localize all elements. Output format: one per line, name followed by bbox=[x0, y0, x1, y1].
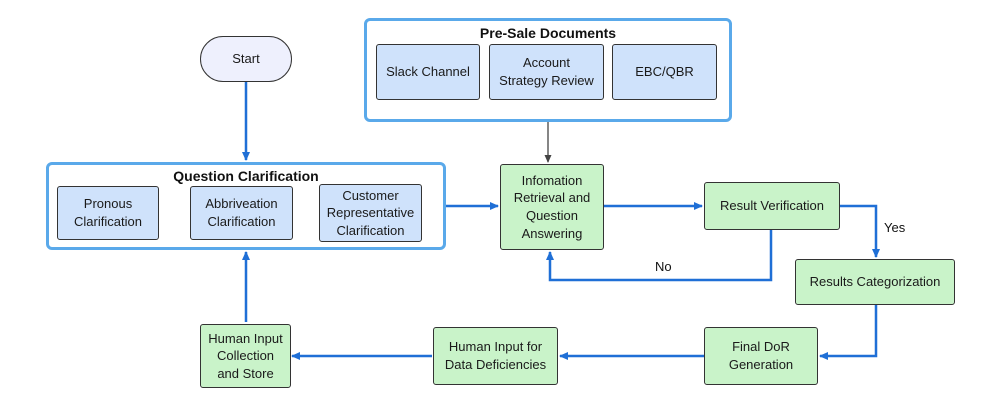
node-slack-channel[interactable]: Slack Channel bbox=[376, 44, 480, 100]
edge-label-no: No bbox=[655, 259, 672, 274]
edge-no-loop-back bbox=[546, 230, 773, 282]
node-results-categorization[interactable]: Results Categorization bbox=[795, 259, 955, 305]
presale-documents-title: Pre-Sale Documents bbox=[479, 25, 617, 41]
node-ebc-qbr[interactable]: EBC/QBR bbox=[612, 44, 717, 100]
edge-verification-to-categorization bbox=[840, 204, 880, 258]
question-clarification-title: Question Clarification bbox=[173, 168, 319, 184]
node-start[interactable]: Start bbox=[200, 36, 292, 82]
edge-label-yes: Yes bbox=[884, 220, 906, 235]
edge-categorization-to-dor bbox=[819, 305, 878, 360]
node-result-verification[interactable]: Result Verification bbox=[704, 182, 840, 230]
